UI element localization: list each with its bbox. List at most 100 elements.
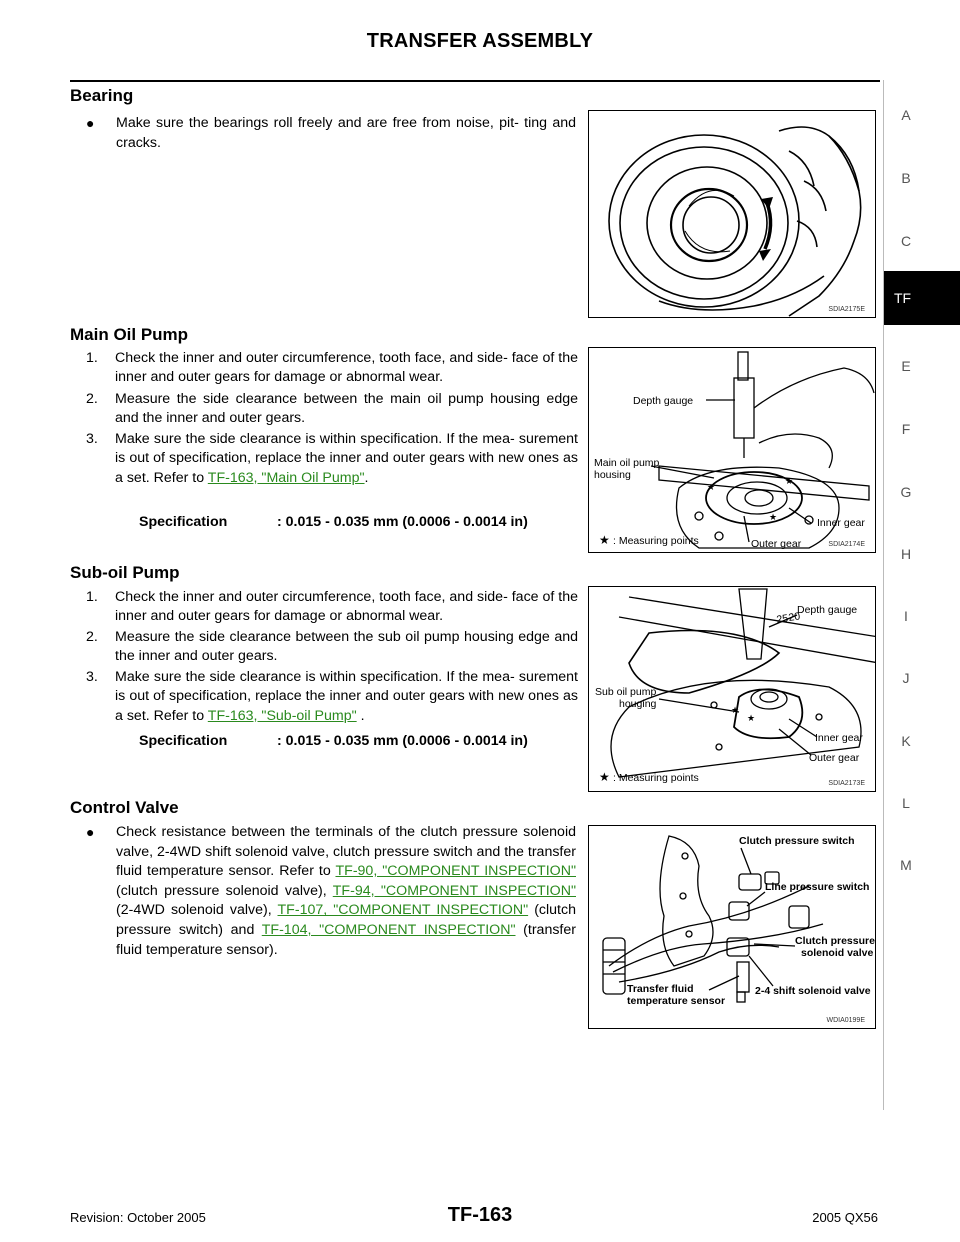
step-number: 3. bbox=[86, 431, 98, 447]
bullet-dot-icon: ● bbox=[86, 824, 95, 840]
control-valve-text-5: (transfer fluid temperature sensor). bbox=[116, 921, 576, 958]
sub-oil-pump-illustration: 25 20 Depth gauge Sub oil pump houging I… bbox=[595, 588, 875, 784]
spec-label: Specification bbox=[139, 733, 228, 749]
step-number: 2. bbox=[86, 391, 98, 407]
sub-oil-pump-step-1: 1. Check the inner and outer circumferen… bbox=[86, 588, 578, 628]
main-oil-pump-step-2: 2. Measure the side clearance between th… bbox=[86, 390, 578, 430]
section-title-main-oil-pump: Main Oil Pump bbox=[70, 325, 189, 344]
step-number: 3. bbox=[86, 669, 98, 685]
star-icon: ★ bbox=[599, 533, 610, 547]
label-clutch-solenoid-line-1: Clutch pressure bbox=[795, 935, 875, 947]
spec-label: Specification bbox=[139, 514, 228, 530]
control-valve-text-2: (clutch pressure solenoid valve), bbox=[116, 882, 333, 899]
label-depth-gauge: Depth gauge bbox=[797, 604, 857, 616]
star-icon: ★ bbox=[707, 482, 715, 492]
footer-page-number: TF-163 bbox=[447, 1204, 513, 1226]
reference-link-tf-94[interactable]: TF-94, "COMPONENT INSPECTION" bbox=[332, 882, 576, 899]
label-clutch-pressure-switch: Clutch pressure switch bbox=[739, 835, 855, 847]
side-index-letter[interactable]: A bbox=[901, 107, 911, 123]
side-index-letter[interactable]: G bbox=[900, 484, 912, 500]
bullet-dot-icon: ● bbox=[86, 115, 95, 131]
step-text: Measure the side clearance between the m… bbox=[115, 391, 578, 427]
bearing-illustration bbox=[608, 126, 862, 317]
control-valve-bullet: ● Check resistance between the terminals… bbox=[70, 823, 576, 963]
side-index-letter[interactable]: L bbox=[902, 795, 910, 811]
figure-main-oil-pump: Depth gauge Main oil pump housing Inner … bbox=[588, 347, 876, 553]
star-icon: ★ bbox=[785, 476, 793, 486]
label-transfer-fluid-line-2: temperature sensor bbox=[627, 995, 725, 1007]
footer-revision: Revision: October 2005 bbox=[70, 1210, 206, 1225]
step-number: 2. bbox=[86, 629, 98, 645]
footer-model: 2005 QX56 bbox=[812, 1210, 878, 1225]
label-line-pressure-switch: Line pressure switch bbox=[765, 881, 869, 893]
figure-id-label: SDIA2174E bbox=[828, 541, 865, 548]
bearing-bullet-text: Make sure the bearings roll freely and a… bbox=[116, 115, 576, 151]
main-oil-pump-spec: Specification : 0.015 - 0.035 mm (0.0006… bbox=[139, 514, 528, 530]
step-3-tail: . bbox=[364, 469, 369, 486]
label-measuring-points: : Measuring points bbox=[613, 535, 699, 547]
label-housing-line-2: housing bbox=[594, 469, 631, 481]
side-index-letter[interactable]: F bbox=[901, 421, 911, 437]
star-icon: ★ bbox=[747, 713, 755, 723]
step-number: 1. bbox=[86, 589, 98, 605]
reference-link-tf-90[interactable]: TF-90, "COMPONENT INSPECTION" bbox=[335, 863, 576, 880]
side-index-divider bbox=[883, 80, 884, 1110]
label-scale-tick-2: 20 bbox=[788, 610, 801, 624]
step-text: Check the inner and outer circumference,… bbox=[115, 589, 578, 625]
step-text: Measure the side clearance between the s… bbox=[115, 629, 578, 665]
side-index-letter[interactable]: C bbox=[900, 233, 912, 249]
label-housing-line-1: Main oil pump bbox=[594, 457, 660, 469]
side-index-letter[interactable]: M bbox=[900, 857, 912, 873]
label-inner-gear: Inner gear bbox=[817, 517, 865, 529]
side-index-letter[interactable]: K bbox=[901, 733, 911, 749]
side-index-letter[interactable]: B bbox=[901, 170, 911, 186]
spec-value: : 0.015 - 0.035 mm (0.0006 - 0.0014 in) bbox=[277, 733, 528, 749]
label-outer-gear: Outer gear bbox=[809, 752, 860, 764]
control-valve-text-4: (clutch pressure switch) and bbox=[116, 902, 576, 938]
side-index-letter[interactable]: I bbox=[904, 608, 908, 624]
figure-bearing: SDIA2175E bbox=[588, 110, 876, 318]
main-oil-pump-illustration: Depth gauge Main oil pump housing Inner … bbox=[594, 351, 875, 550]
figure-sub-oil-pump: 25 20 Depth gauge Sub oil pump houging I… bbox=[588, 586, 876, 792]
step-text: Check the inner and outer circumference,… bbox=[115, 350, 578, 386]
section-title-bearing: Bearing bbox=[70, 86, 134, 105]
spec-value: : 0.015 - 0.035 mm (0.0006 - 0.0014 in) bbox=[277, 514, 528, 530]
label-inner-gear: Inner gear bbox=[815, 732, 863, 744]
label-outer-gear: Outer gear bbox=[751, 538, 802, 550]
reference-link-main-oil-pump[interactable]: TF-163, "Main Oil Pump" bbox=[207, 469, 365, 486]
label-housing-line-1: Sub oil pump bbox=[595, 686, 656, 698]
label-transfer-fluid-line-1: Transfer fluid bbox=[627, 983, 694, 995]
step-3-tail: . bbox=[356, 707, 365, 724]
header-rule bbox=[70, 80, 880, 82]
step-number: 1. bbox=[86, 350, 98, 366]
step-3-text: Make sure the side clearance is within s… bbox=[115, 431, 578, 486]
label-housing-line-2: houging bbox=[619, 698, 657, 710]
section-title-control-valve: Control Valve bbox=[70, 798, 179, 817]
sub-oil-pump-spec: Specification : 0.015 - 0.035 mm (0.0006… bbox=[139, 733, 528, 749]
figure-id-label: SDIA2173E bbox=[828, 780, 865, 787]
label-measuring-points: : Measuring points bbox=[613, 772, 699, 784]
star-icon: ★ bbox=[731, 705, 739, 715]
page-header-title: TRANSFER ASSEMBLY bbox=[366, 30, 594, 52]
side-index-letter[interactable]: E bbox=[901, 358, 911, 374]
sub-oil-pump-step-3: 3. Make sure the side clearance is withi… bbox=[86, 668, 578, 728]
label-shift-solenoid-valve: 2-4 shift solenoid valve bbox=[755, 985, 871, 997]
side-index-letter[interactable]: H bbox=[900, 546, 912, 562]
side-index-letter[interactable]: J bbox=[902, 670, 910, 686]
reference-link-tf-104[interactable]: TF-104, "COMPONENT INSPECTION" bbox=[261, 921, 516, 938]
step-text: Make sure the side clearance is within s… bbox=[115, 430, 578, 488]
label-depth-gauge: Depth gauge bbox=[633, 395, 693, 407]
main-oil-pump-step-1: 1. Check the inner and outer circumferen… bbox=[86, 349, 578, 389]
control-valve-bullet-text: Check resistance between the terminals o… bbox=[116, 823, 576, 960]
figure-id-label: WDIA0199E bbox=[826, 1017, 865, 1024]
control-valve-text-3: (2-4WD solenoid valve), bbox=[116, 902, 278, 919]
side-index-active-tab[interactable]: TF bbox=[884, 271, 960, 325]
main-oil-pump-step-3: 3. Make sure the side clearance is withi… bbox=[86, 430, 578, 500]
reference-link-sub-oil-pump[interactable]: TF-163, "Sub-oil Pump" bbox=[207, 707, 357, 724]
step-3-text: Make sure the side clearance is within s… bbox=[115, 669, 578, 724]
figure-id-label: SDIA2175E bbox=[828, 306, 865, 313]
star-icon: ★ bbox=[599, 770, 610, 784]
star-icon: ★ bbox=[769, 512, 777, 522]
control-valve-text-1: Check resistance between the terminals o… bbox=[116, 824, 576, 880]
reference-link-tf-107[interactable]: TF-107, "COMPONENT INSPECTION" bbox=[277, 902, 529, 919]
